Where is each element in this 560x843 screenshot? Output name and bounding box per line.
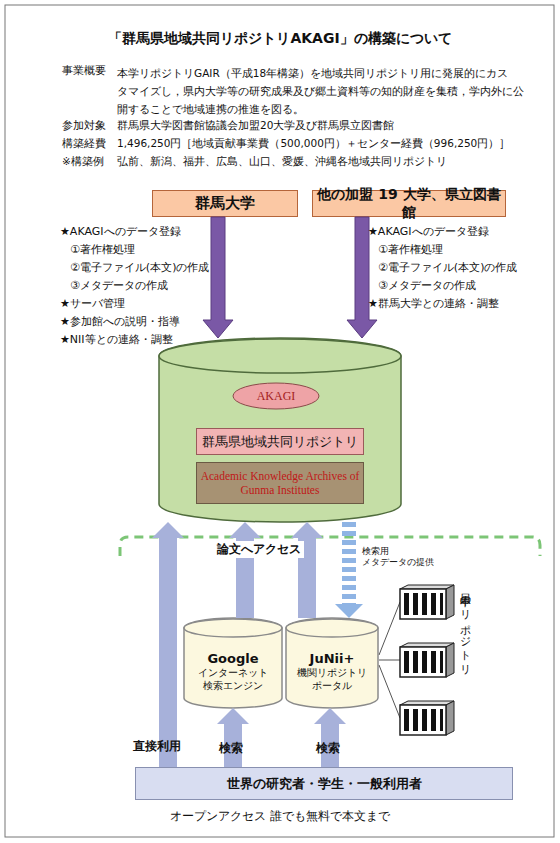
- portal-cylinder: JuNii+機関リポジトリ ポータル: [285, 618, 379, 708]
- server-icon: [400, 701, 454, 735]
- server-part: [400, 589, 446, 619]
- node-label: 群馬大学: [192, 194, 258, 213]
- cylinder-body: [286, 618, 378, 708]
- organization-box: 群馬大学: [152, 190, 298, 217]
- oval-shape: [233, 383, 319, 409]
- server-icon: [400, 643, 454, 677]
- page-border: [5, 5, 554, 837]
- annotation-text: ※構築例: [62, 155, 104, 169]
- node-label: AKAGI: [254, 389, 299, 404]
- server-link: [379, 665, 400, 718]
- annotation-text: ★AKAGIへのデータ登録: [60, 224, 181, 239]
- node-label: 群馬県地域共同リポジトリ: [199, 433, 361, 451]
- annotation-text: 論文へアクセス: [214, 541, 304, 558]
- server-part: [431, 651, 436, 673]
- arrow-shaft: [342, 522, 356, 604]
- server-icon: [400, 585, 454, 619]
- annotation-text: ②電子ファイル(本文)の作成: [70, 260, 209, 275]
- cylinder-top: [286, 619, 378, 637]
- annotation-text: 構築経費: [62, 137, 106, 151]
- server-link: [379, 602, 400, 655]
- server-part: [422, 651, 427, 673]
- repository-name-oval: AKAGI: [232, 382, 320, 410]
- server-link: [379, 660, 400, 661]
- repository-fullname-box: Academic Knowledge Archives of Gunma Ins…: [196, 462, 364, 504]
- server-part: [446, 643, 454, 677]
- search-engine-cylinder: Googleインターネット 検索エンジン: [183, 618, 283, 708]
- annotation-text: 1,496,250円［地域貢献事業費（500,000円）＋センター経費（996,…: [117, 137, 510, 151]
- server-part: [400, 647, 446, 677]
- server-part: [446, 585, 454, 619]
- node-sublabel: インターネット 検索エンジン: [183, 666, 283, 692]
- node-label: 世界の研究者・学生・一般利用者: [224, 775, 425, 793]
- server-part: [431, 593, 436, 615]
- access-arrow: [152, 522, 184, 767]
- node-label: Academic Knowledge Archives of Gunma Ins…: [197, 469, 363, 497]
- edge-label: 検索: [316, 740, 340, 757]
- edge-label: 検索用 メタデータの提供: [362, 546, 442, 568]
- annotation-text: 群馬県大学図書館協議会加盟20大学及び群馬県立図書館: [117, 119, 394, 133]
- annotation-text: ★サーバ管理: [60, 296, 125, 311]
- annotation-text: ③メタデータの作成: [378, 278, 476, 293]
- server-part: [400, 705, 446, 735]
- access-arrow: [217, 708, 249, 767]
- diagram-title: 「群馬県地域共同リポジトリAKAGI」の構築について: [0, 30, 560, 48]
- annotation-text: 事業概要: [62, 64, 106, 78]
- edge-label: 検索: [219, 740, 243, 757]
- annotation-text: ①著作権処理: [378, 242, 443, 257]
- access-arrow: [291, 522, 323, 618]
- user-band: 世界の研究者・学生・一般利用者: [135, 767, 513, 800]
- server-part: [413, 651, 418, 673]
- cylinder-body: [184, 618, 282, 708]
- registration-arrow: [203, 217, 233, 338]
- node-sublabel: 機関リポジトリ ポータル: [285, 666, 379, 692]
- server-part: [413, 593, 418, 615]
- server-part: [431, 709, 436, 731]
- server-part: [422, 709, 427, 731]
- cylinder-top: [159, 339, 401, 373]
- metadata-arrow: [335, 522, 363, 618]
- server-part: [413, 709, 418, 731]
- server-part: [440, 709, 443, 731]
- repository-title-box: 群馬県地域共同リポジトリ: [196, 428, 364, 455]
- access-arrow: [314, 708, 346, 767]
- access-arrow: [229, 522, 261, 618]
- cylinder-top: [184, 619, 282, 637]
- edge-label: 直接利用: [133, 738, 181, 755]
- server-part: [440, 593, 443, 615]
- server-part: [404, 593, 409, 615]
- annotation-text: ★AKAGIへのデータ登録: [368, 224, 489, 239]
- arrow-head: [335, 604, 363, 618]
- annotation-text: 参加対象: [62, 119, 106, 133]
- annotation-text: 日本中のリポジトリ: [457, 585, 472, 671]
- node-label: Google: [204, 651, 261, 666]
- annotation-text: 本学リポジトリGAIR（平成18年構築）を地域共同リポジトリ用に発展的にカス タ…: [117, 64, 537, 118]
- annotation-text: 弘前、新潟、福井、広島、山口、愛媛、沖縄各地域共同リポジトリ: [117, 155, 447, 169]
- node-label: 他の加盟 19 大学、県立図書館: [313, 186, 505, 222]
- repository-cylinder: AKAGI 群馬県地域共同リポジトリ Academic Knowledge Arch…: [158, 338, 402, 522]
- server-part: [422, 593, 427, 615]
- annotation-text: ②電子ファイル(本文)の作成: [378, 260, 517, 275]
- cylinder-body: [159, 338, 401, 522]
- annotation-text: ③メタデータの作成: [70, 278, 168, 293]
- server-part: [404, 709, 409, 731]
- server-part: [446, 701, 454, 735]
- annotation-text: ★参加館への説明・指導: [60, 314, 180, 329]
- organization-box: 他の加盟 19 大学、県立図書館: [312, 190, 506, 217]
- open-access-boundary: [120, 537, 540, 556]
- server-part: [404, 651, 409, 673]
- annotation-text: ★群馬大学との連絡・調整: [368, 296, 499, 311]
- server-part: [440, 651, 443, 673]
- annotation-text: オープンアクセス 誰でも無料で本文まで: [0, 808, 560, 825]
- annotation-text: ★NII等との連絡・調整: [60, 332, 173, 347]
- node-label: JuNii+: [307, 651, 358, 666]
- annotation-text: ①著作権処理: [70, 242, 135, 257]
